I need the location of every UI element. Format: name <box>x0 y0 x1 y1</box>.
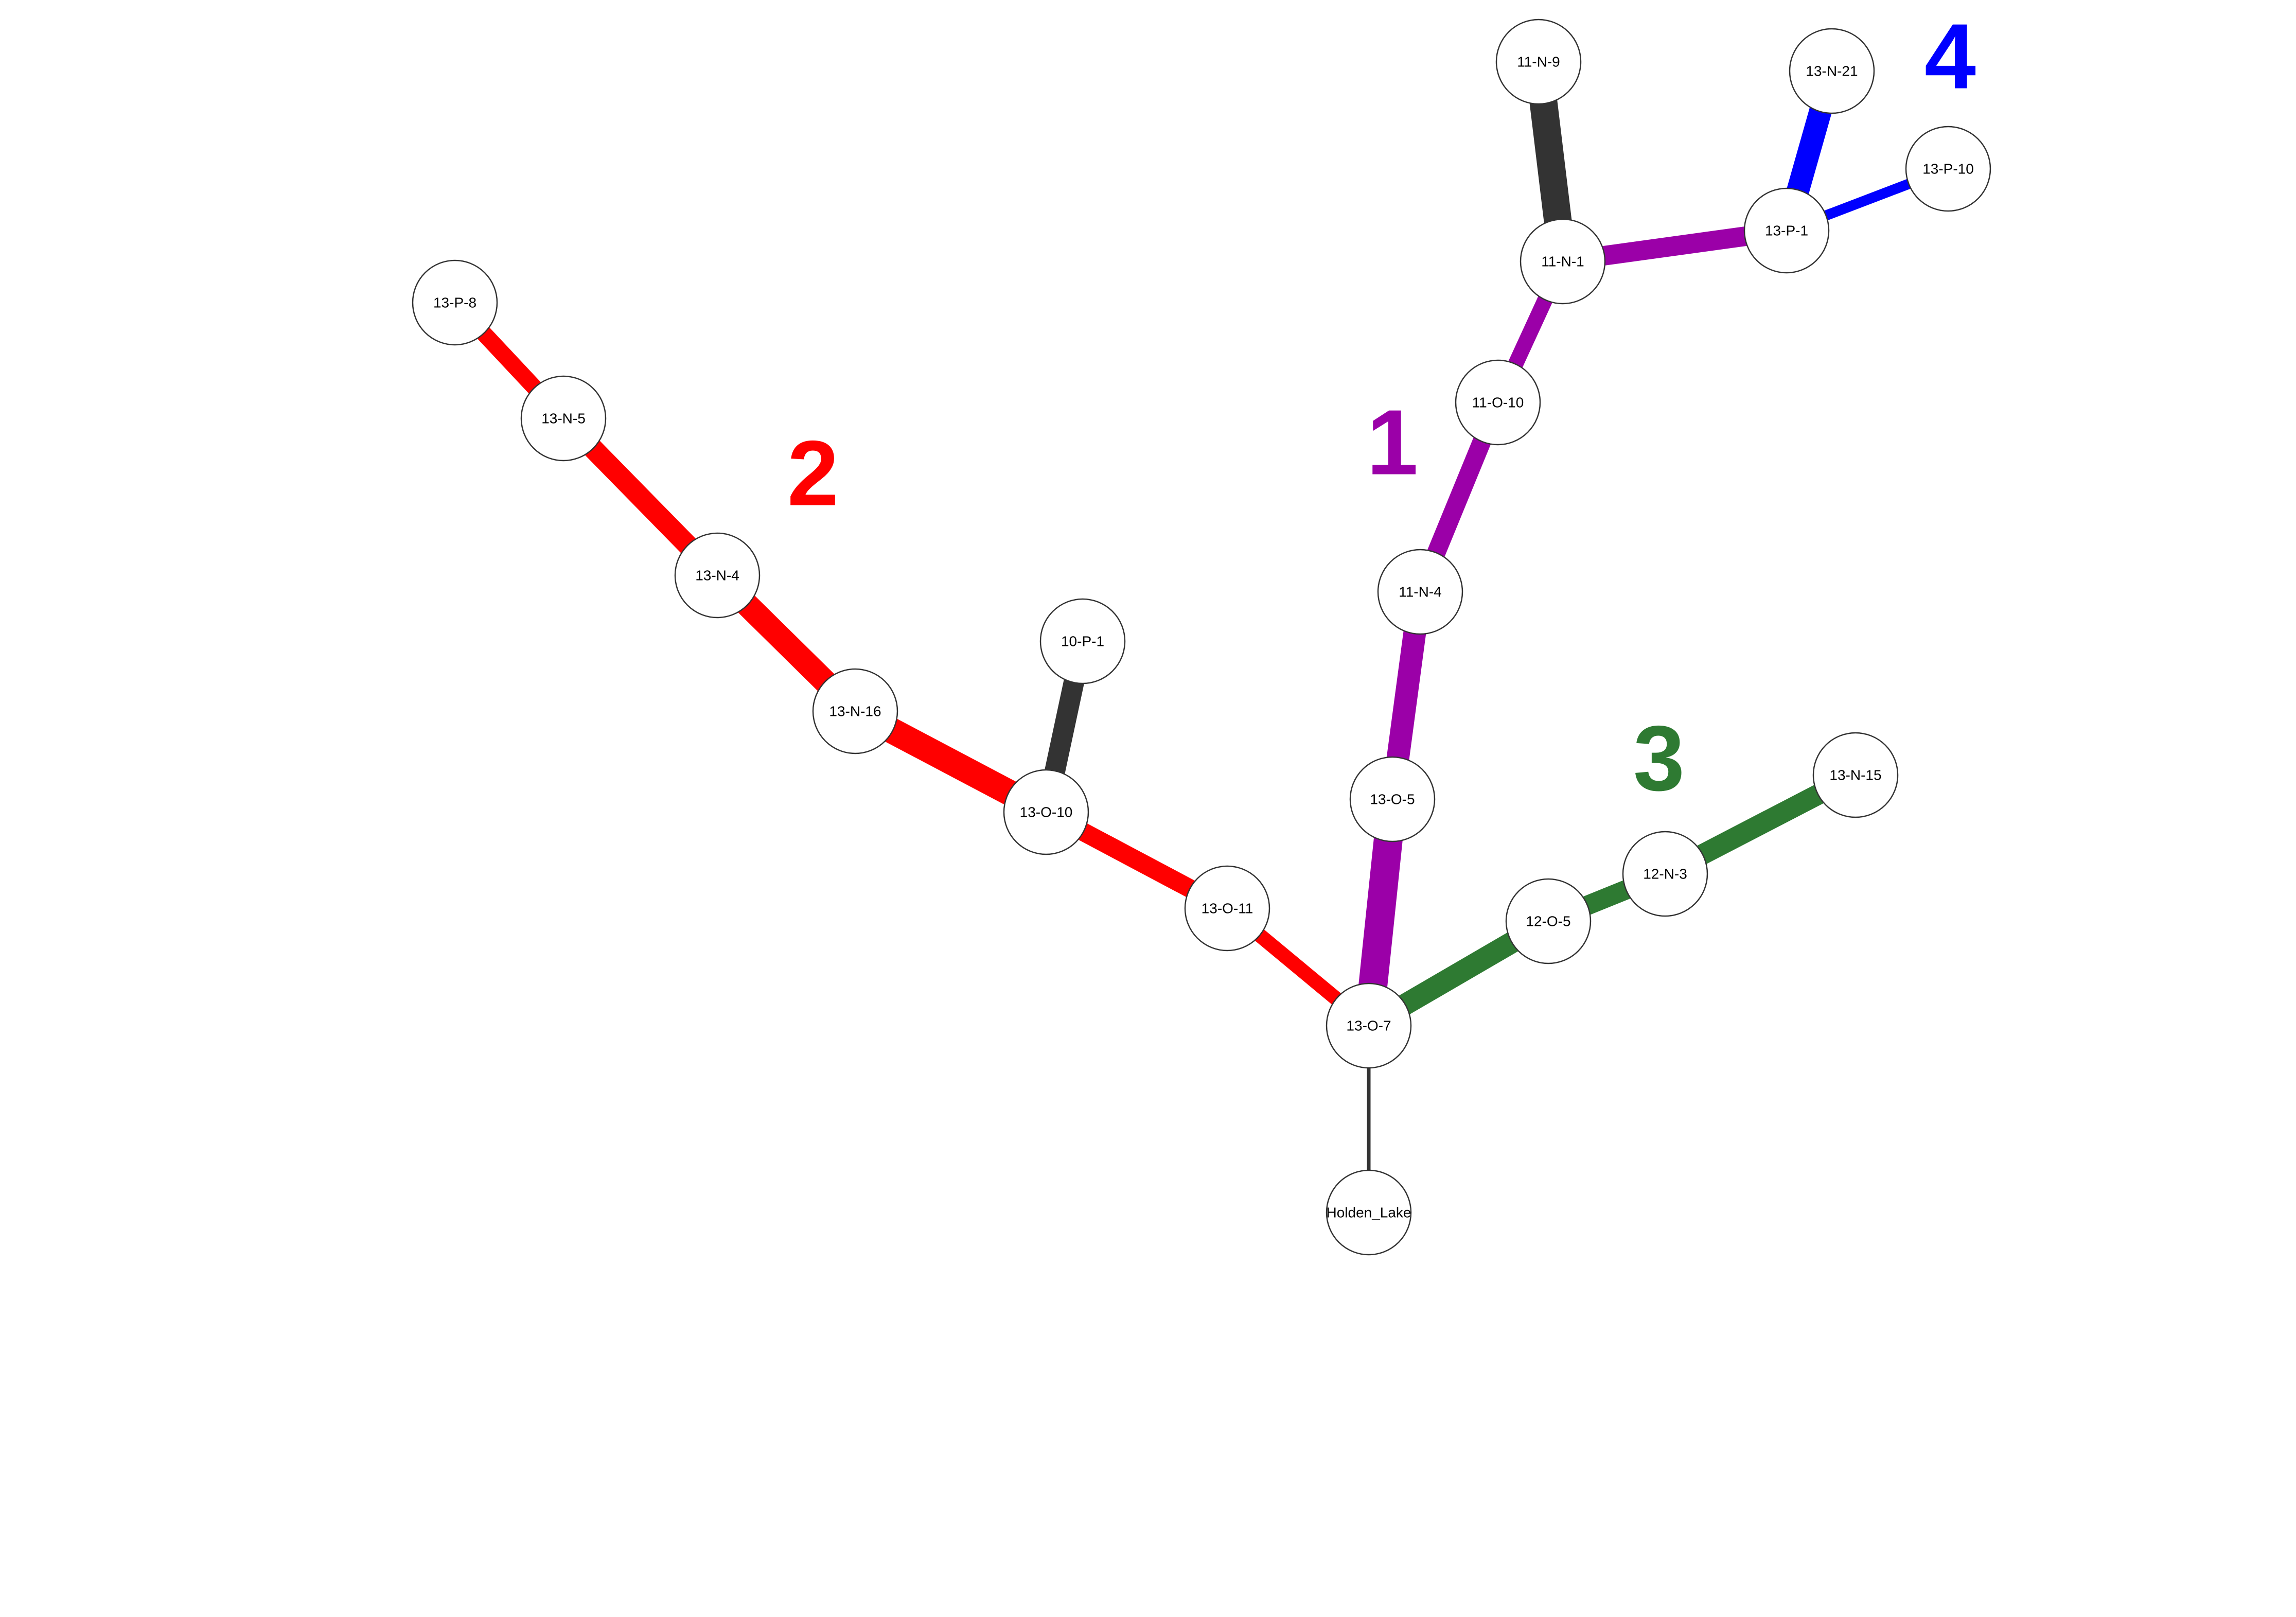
node-circle <box>1905 126 1991 212</box>
node-13-o-7[interactable]: 13-O-7 <box>1326 982 1412 1069</box>
node-label: 13-N-15 <box>1829 767 1881 783</box>
node-13-p-10[interactable]: 13-P-10 <box>1905 126 1991 212</box>
node-label: 12-N-3 <box>1643 866 1687 882</box>
node-13-o-11[interactable]: 13-O-11 <box>1184 865 1270 952</box>
node-label: 11-O-10 <box>1472 395 1524 411</box>
node-10-p-1[interactable]: 10-P-1 <box>1039 598 1126 684</box>
node-circle <box>1495 19 1582 105</box>
cluster-label-2: 2 <box>787 422 839 525</box>
node-13-o-5[interactable]: 13-O-5 <box>1349 756 1436 842</box>
node-circle <box>812 668 898 754</box>
node-label: 13-N-21 <box>1806 63 1858 79</box>
node-11-o-10[interactable]: 11-O-10 <box>1455 359 1541 446</box>
node-label: 13-P-1 <box>1765 223 1808 239</box>
node-circle <box>1039 598 1126 684</box>
node-label: 10-P-1 <box>1061 634 1104 649</box>
node-label: 13-N-16 <box>829 704 881 719</box>
node-circle <box>1505 878 1592 964</box>
cluster-label-4: 4 <box>1924 5 1976 109</box>
node-circle <box>1455 359 1541 446</box>
node-circle <box>412 259 498 346</box>
cluster-labels-layer: 1 2 3 4 <box>787 5 1976 811</box>
node-label: 13-P-10 <box>1922 161 1974 177</box>
node-circle <box>1326 1169 1412 1256</box>
node-label: 13-O-5 <box>1370 792 1415 807</box>
node-circle <box>1377 549 1463 635</box>
node-circle <box>1003 769 1089 855</box>
cluster-label-3: 3 <box>1633 707 1685 811</box>
node-13-n-16[interactable]: 13-N-16 <box>812 668 898 754</box>
node-circle <box>1184 865 1270 952</box>
node-label: 13-N-4 <box>695 568 739 584</box>
node-11-n-9[interactable]: 11-N-9 <box>1495 19 1582 105</box>
node-13-p-1[interactable]: 13-P-1 <box>1743 187 1830 274</box>
node-circle <box>520 375 607 462</box>
node-label: 11-N-1 <box>1541 254 1584 270</box>
node-circle <box>1520 218 1606 305</box>
node-circle <box>1812 732 1899 818</box>
node-13-n-21[interactable]: 13-N-21 <box>1789 28 1875 114</box>
node-label: 11-N-4 <box>1399 584 1442 600</box>
edges-layer <box>449 60 1950 1212</box>
node-11-n-4[interactable]: 11-N-4 <box>1377 549 1463 635</box>
node-13-o-10[interactable]: 13-O-10 <box>1003 769 1089 855</box>
node-circle <box>1349 756 1436 842</box>
node-circle <box>1326 982 1412 1069</box>
node-label: 13-N-5 <box>541 411 586 427</box>
node-12-o-5[interactable]: 12-O-5 <box>1505 878 1592 964</box>
node-13-n-5[interactable]: 13-N-5 <box>520 375 607 462</box>
nodes-layer: 11-N-913-N-2113-P-1013-P-111-N-113-P-811… <box>412 19 1991 1256</box>
node-label: 11-N-9 <box>1517 54 1560 70</box>
node-label: Holden_Lake <box>1326 1205 1411 1221</box>
node-circle <box>674 532 761 619</box>
node-circle <box>1622 831 1708 917</box>
node-12-n-3[interactable]: 12-N-3 <box>1622 831 1708 917</box>
node-circle <box>1743 187 1830 274</box>
node-13-n-4[interactable]: 13-N-4 <box>674 532 761 619</box>
node-label: 13-O-7 <box>1346 1018 1391 1034</box>
node-11-n-1[interactable]: 11-N-1 <box>1520 218 1606 305</box>
node-label: 12-O-5 <box>1526 913 1570 929</box>
cluster-label-1: 1 <box>1367 391 1418 495</box>
node-label: 13-O-10 <box>1020 804 1073 820</box>
node-13-p-8[interactable]: 13-P-8 <box>412 259 498 346</box>
node-13-n-15[interactable]: 13-N-15 <box>1812 732 1899 818</box>
node-label: 13-P-8 <box>433 295 476 311</box>
node-label: 13-O-11 <box>1202 901 1253 917</box>
node-circle <box>1789 28 1875 114</box>
node-holden-lake[interactable]: Holden_Lake <box>1326 1169 1412 1256</box>
